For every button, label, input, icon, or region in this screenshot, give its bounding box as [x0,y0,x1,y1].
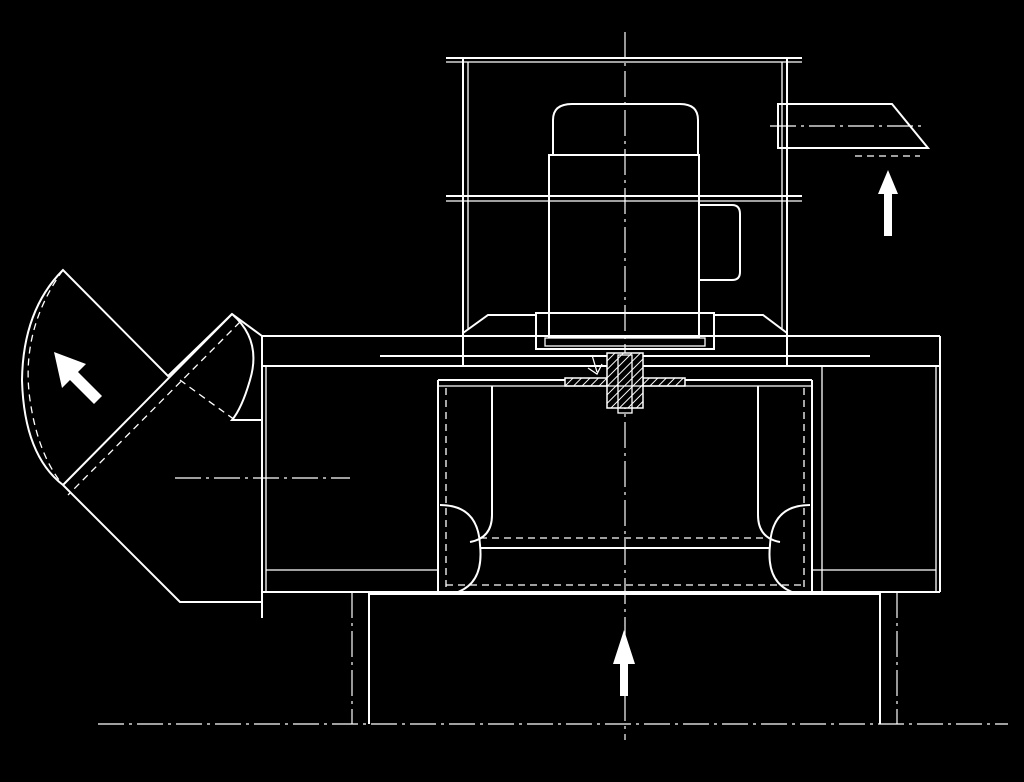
outlet-pipe-body [777,103,931,149]
left-blade [469,386,493,543]
inlet-duct [351,592,898,724]
motor-flange [535,312,715,350]
impeller [437,380,813,593]
elbow-inner-fold [229,313,262,421]
hub-left-section [564,377,608,387]
outlet-flow-arrow [878,170,898,236]
motor-flange-inner [544,337,706,347]
motor-top-cap [552,103,699,156]
motor-frame [446,57,802,366]
elbow-flange-upper [62,313,233,486]
side-outlet-pipe [777,103,931,157]
flow-arrows [54,170,898,696]
shaft-boss [606,352,644,409]
hub-right-section [642,377,686,387]
elbow-inner-curve [179,379,236,421]
elbow-flange-dashed [67,321,241,496]
terminal-box [699,204,741,281]
inlet-flow-arrow [613,630,635,696]
hub-small-arrow [587,354,603,375]
impeller-hub [380,352,870,414]
elbow-outer-dashed [27,269,64,486]
right-blade [757,386,781,543]
left-inlet-curve [439,504,482,593]
right-inlet-curve [768,504,811,593]
shaft-bore [617,354,633,414]
elbow-outlet [20,268,263,603]
elbow-flow-arrow [54,352,102,404]
elbow-outer [20,268,263,603]
top-plate-bevel [462,314,788,334]
fan-housing [262,366,940,593]
